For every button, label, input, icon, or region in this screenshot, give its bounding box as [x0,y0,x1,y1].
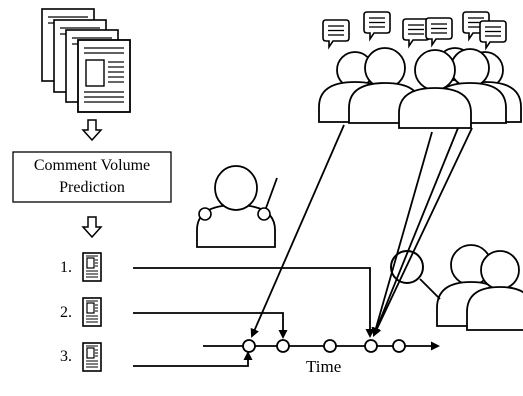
highlight-connector [419,278,441,300]
time-axis-label: Time [306,357,342,376]
rank-label-3: 3. [60,348,72,365]
timeline-event [323,339,337,353]
comment-time-arrow [250,124,345,338]
comment-time-arrow [372,127,459,337]
hollow-down-arrow-icon [81,119,103,142]
reader-group-icon [436,244,523,331]
prediction-box-line-1: Comment Volume [33,157,151,174]
item-2-connector [133,312,288,339]
timeline-event [242,339,256,353]
timeline-events [242,339,406,353]
hollow-down-arrow-icon [81,216,103,239]
timeline-event [364,339,378,353]
prediction-box [12,151,172,203]
ranked-document-icon [82,342,102,372]
timeline-event [276,339,290,353]
comment-time-arrow [371,131,433,337]
comment-time-arrow [372,127,473,337]
comment-volume-prediction-label: Comment Volume Prediction [13,152,171,202]
news-article-stack-icon [41,8,131,113]
item-3-connector [133,351,253,367]
editor-with-pointer-icon [196,165,278,248]
commenting-crowd-icon [318,11,522,129]
rank-label-1: 1. [60,259,72,276]
highlight-circle-icon [390,250,424,284]
ranked-document-icon [82,297,102,327]
ranked-document-icon [82,252,102,282]
item-1-connector [133,267,375,338]
prediction-box-line-2: Prediction [59,179,125,196]
rank-label-2: 2. [60,304,72,321]
timeline-event [392,339,406,353]
